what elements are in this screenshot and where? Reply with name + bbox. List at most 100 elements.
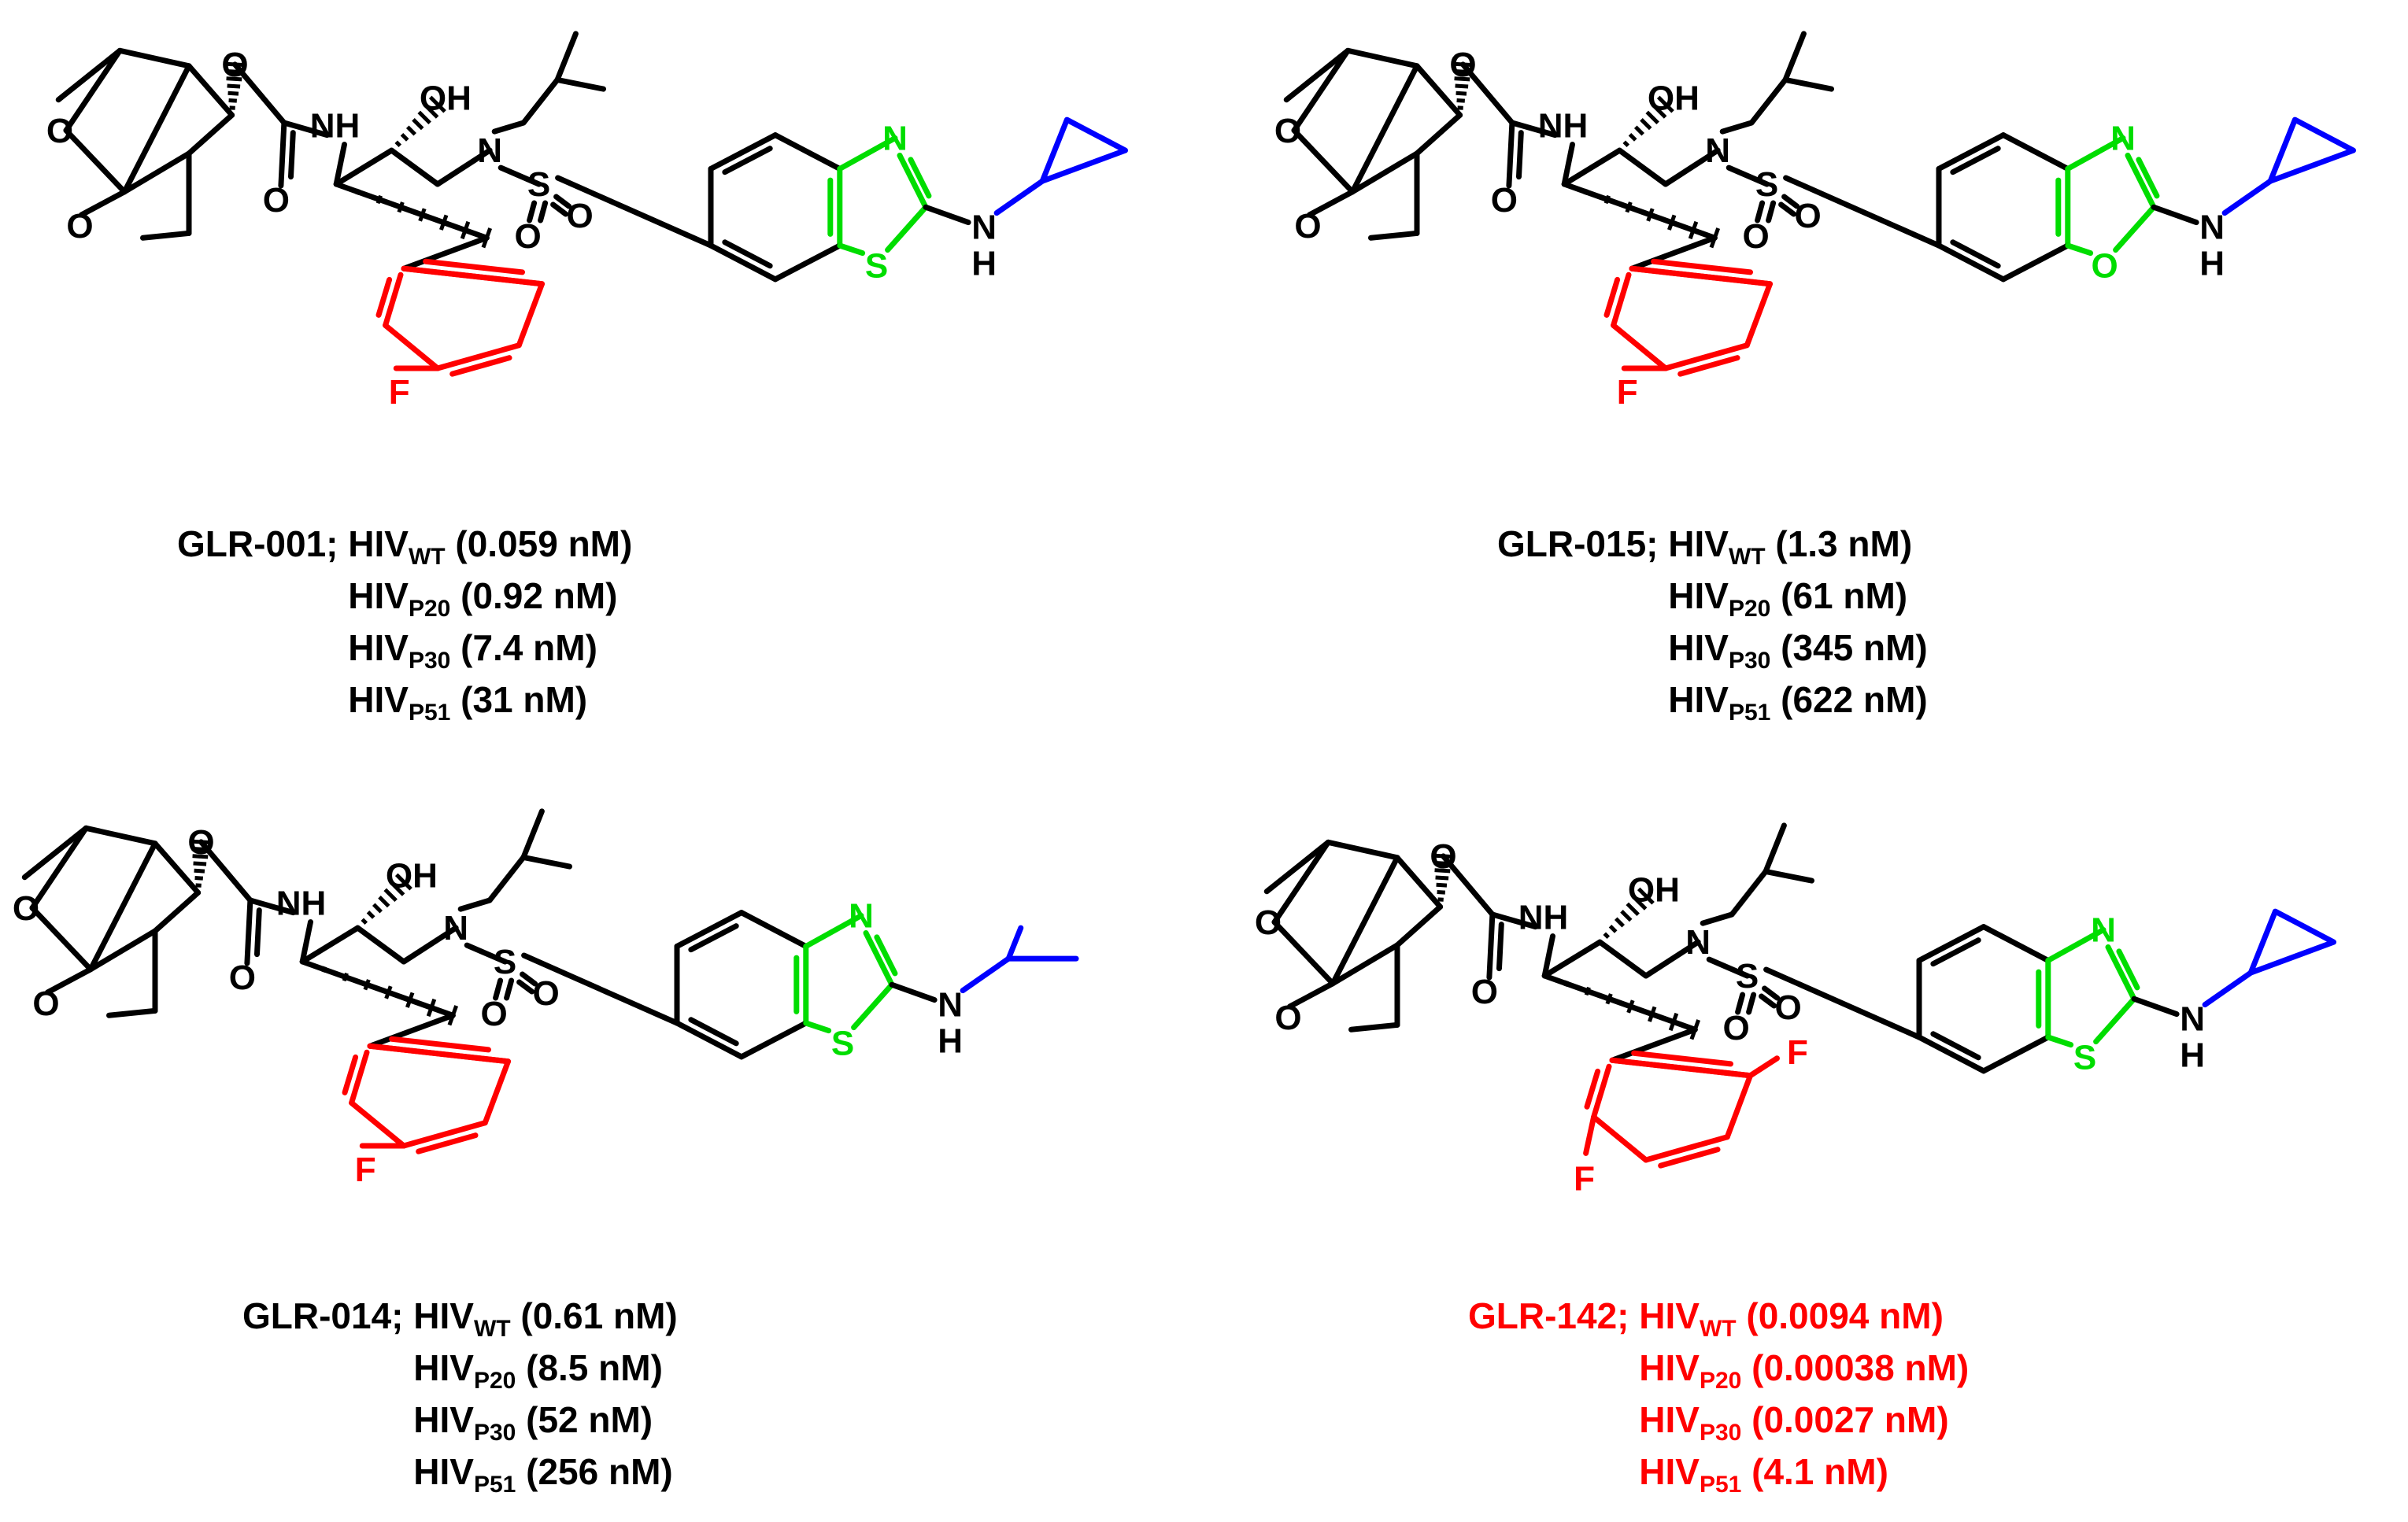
atom-label-n: N <box>477 131 502 170</box>
bond <box>1916 924 1987 963</box>
double-bond <box>1930 937 1981 967</box>
caption-line: HIVP20 (8.5 nM) <box>413 1347 663 1394</box>
double-bond <box>342 1054 359 1095</box>
potency-value: (52 nM) <box>516 1399 653 1440</box>
bond <box>232 61 287 126</box>
virus-label: HIV <box>413 1399 474 1440</box>
virus-strain-subscript: P30 <box>409 648 450 674</box>
atom-label-o: O <box>566 197 593 235</box>
double-bond <box>1677 355 1740 377</box>
bond <box>1748 76 1788 126</box>
potency-value: (0.0027 nM) <box>1741 1399 1948 1440</box>
hashed-wedge-bond <box>383 888 398 903</box>
bond <box>244 897 253 966</box>
bond <box>457 897 493 912</box>
virus-label: HIV <box>1639 1399 1700 1440</box>
atom-label-o: O <box>480 995 507 1033</box>
hashed-wedge-bond <box>194 876 203 881</box>
hashed-wedge-bond <box>228 98 237 103</box>
hashed-wedge-bond <box>1437 890 1445 895</box>
hashed-wedge-bond <box>227 83 241 89</box>
bond <box>349 1049 370 1106</box>
bond <box>863 930 895 988</box>
potency-value: (0.92 nM) <box>450 575 617 616</box>
hashed-wedge-bond <box>394 873 412 891</box>
bond <box>1609 1026 1698 1063</box>
bond <box>1748 1055 1780 1079</box>
cyclopropyl-ring <box>2247 908 2336 976</box>
virus-label: HIV <box>1668 523 1729 564</box>
potency-value: (256 nM) <box>516 1451 672 1492</box>
double-bond <box>688 923 739 953</box>
bond <box>1755 200 1766 223</box>
bond <box>152 889 202 934</box>
atom-label-o: O <box>1274 112 1301 150</box>
bond <box>333 142 347 187</box>
bond <box>1414 112 1463 157</box>
bond <box>1541 939 1603 979</box>
caption-line: GLR-014; HIVWT (0.61 nM) <box>242 1295 678 1342</box>
virus-label: HIV <box>1668 679 1729 720</box>
atom-label-s: S <box>1755 165 1778 204</box>
bond <box>527 200 538 223</box>
bond <box>121 150 192 195</box>
bond <box>1643 939 1701 979</box>
bond <box>1325 839 1400 861</box>
bond <box>772 242 843 283</box>
double-bond <box>389 1036 492 1053</box>
bond <box>299 919 313 965</box>
atom-label-f: F <box>1617 373 1638 412</box>
hashed-wedge-bond <box>372 903 383 914</box>
bond <box>1782 76 1834 92</box>
bond <box>349 1099 407 1149</box>
bond <box>198 839 253 903</box>
bond <box>117 47 192 69</box>
caption-line: GLR-142; HIVWT (0.0094 nM) <box>1468 1295 1944 1342</box>
hashed-wedge-bond <box>1626 902 1640 917</box>
bond <box>29 825 89 911</box>
atom-label-f: F <box>389 373 410 412</box>
bond <box>1394 903 1444 948</box>
virus-label: HIV <box>1639 1295 1700 1336</box>
double-bond <box>1950 146 2001 175</box>
virus-strain-subscript: P51 <box>474 1472 516 1498</box>
atom-label-oh: OH <box>386 857 438 896</box>
bond <box>435 147 493 187</box>
bond <box>1778 201 1797 217</box>
virus-label: HIV <box>1668 575 1729 616</box>
bond <box>87 928 158 973</box>
double-bond <box>908 157 932 199</box>
bond <box>1271 919 1336 987</box>
caption-line: HIVP20 (61 nM) <box>1668 575 1907 622</box>
hashed-wedge-bond <box>193 861 207 866</box>
hashed-wedge-bond <box>1631 895 1648 911</box>
atom-label-h: H <box>938 1022 963 1061</box>
bond <box>1609 1057 1753 1079</box>
bond <box>1330 942 1400 987</box>
bond <box>889 981 938 1003</box>
potency-value: (622 nM) <box>1770 679 1927 720</box>
bond <box>1763 868 1814 884</box>
double-bond <box>2116 948 2140 991</box>
potency-value: (8.5 nM) <box>516 1347 663 1388</box>
bond <box>1735 992 1746 1015</box>
bond <box>803 913 864 949</box>
bond <box>1981 924 2051 963</box>
atom-label-o: O <box>1274 999 1301 1037</box>
caption-line: HIVP30 (52 nM) <box>413 1399 653 1446</box>
bond <box>1782 31 1807 83</box>
double-bond <box>1651 258 1754 275</box>
bond <box>121 63 192 195</box>
double-bond <box>688 1017 739 1047</box>
bond <box>1936 132 2007 172</box>
bond <box>708 242 779 283</box>
hashed-wedge-bond <box>1455 83 1469 89</box>
atom-label-nh: NH <box>276 885 327 923</box>
bond <box>2000 132 2071 172</box>
virus-strain-subscript: P20 <box>1729 596 1770 622</box>
bond <box>2113 204 2157 253</box>
bond <box>1643 1134 1730 1163</box>
virus-label: HIV <box>348 523 409 564</box>
atom-label-n: N <box>849 897 874 936</box>
